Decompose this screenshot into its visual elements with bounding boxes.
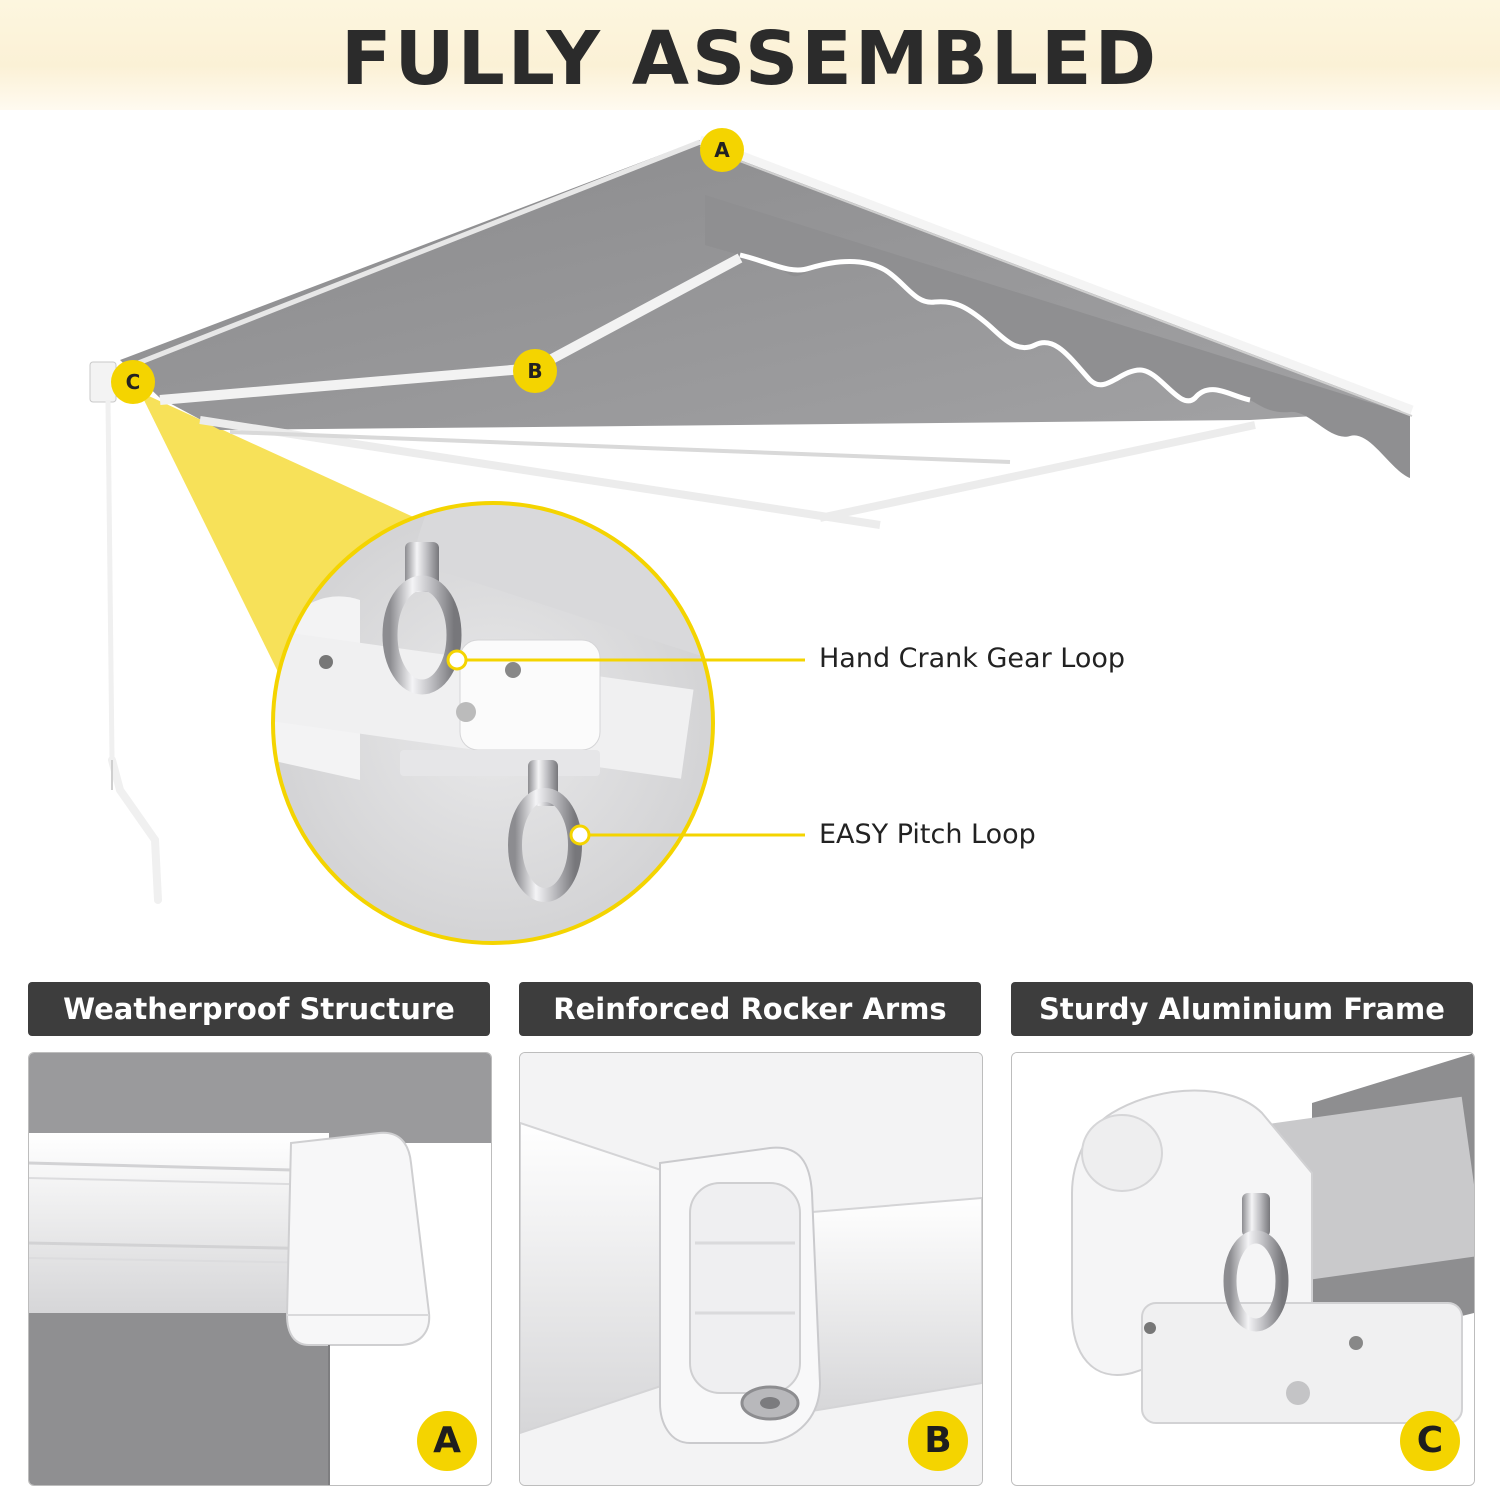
feature-panel-rocker-arms: B: [519, 1052, 983, 1486]
feature-title-weatherproof: Weatherproof Structure: [28, 982, 490, 1036]
awning-hero: A B C: [0, 110, 1500, 960]
callout-hand-crank-gear-loop: Hand Crank Gear Loop: [819, 643, 1126, 674]
zoom-beam: [140, 392, 420, 672]
marker-c: C: [111, 360, 155, 404]
cassette-shadow: [699, 145, 1413, 417]
front-bar: [199, 416, 881, 529]
feature-title-aluminium-frame: Sturdy Aluminium Frame: [1011, 982, 1473, 1036]
zoom-crank-gear-loop: [382, 542, 462, 695]
zoom-gear-housing: [459, 639, 601, 751]
zoom-screw-2: [505, 662, 521, 678]
crank-handle: [108, 756, 162, 904]
feature-panel-aluminium-frame: C: [1011, 1052, 1475, 1486]
callout-easy-pitch-loop: EASY Pitch Loop: [819, 819, 1036, 850]
marker-a: A: [700, 128, 744, 172]
frame-bracket-icon: [1012, 1053, 1474, 1485]
front-bar-right: [819, 421, 1256, 522]
marker-b: B: [513, 349, 557, 393]
crank-rod: [105, 399, 115, 761]
header-band: [0, 0, 1500, 110]
valance-wave-edge: [739, 252, 1251, 404]
feature-panel-weatherproof: A: [28, 1052, 492, 1486]
awning-illustration: A B C: [89, 128, 1414, 945]
awning-cassette: [698, 135, 1414, 415]
cassette-end-cap-icon: [29, 1053, 491, 1485]
zoom-base-plate: [400, 750, 600, 776]
zoom-pitch-loop: [508, 760, 582, 902]
callout-line-gear-loop: [446, 649, 805, 671]
rocker-arm-joint-icon: [520, 1053, 982, 1485]
callout-line-pitch-loop: [569, 824, 805, 846]
marker-b-label: B: [527, 359, 542, 383]
feature-title-rocker-arms: Reinforced Rocker Arms: [519, 982, 981, 1036]
feature-badge-c: C: [1400, 1411, 1460, 1471]
feature-badge-b: B: [908, 1411, 968, 1471]
back-rail: [99, 139, 701, 381]
marker-c-label: C: [126, 370, 141, 394]
zoom-screw-1: [319, 655, 333, 669]
lower-rail: [229, 430, 1011, 464]
page-title: FULLY ASSEMBLED: [340, 16, 1160, 102]
zoom-circle-border: [271, 501, 715, 945]
feature-badge-a: A: [417, 1411, 477, 1471]
zoom-screw-3: [456, 702, 476, 722]
marker-a-label: A: [714, 138, 730, 162]
